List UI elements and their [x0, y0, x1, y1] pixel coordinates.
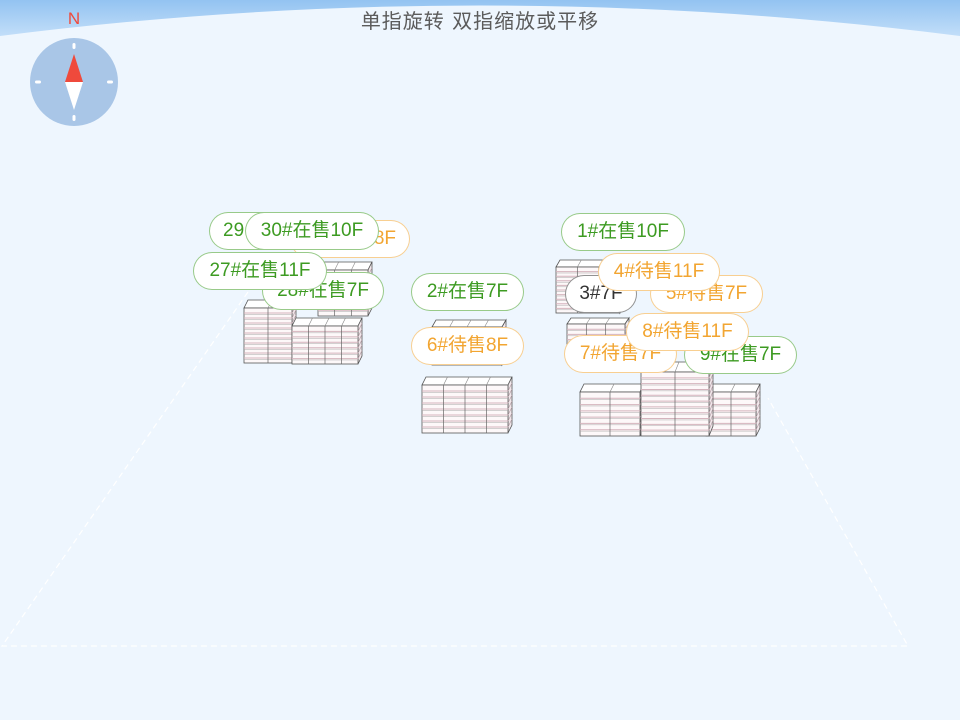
- roof-column-line: [730, 383, 736, 393]
- side-floor-line: [708, 385, 714, 396]
- side-floor-line: [708, 379, 714, 390]
- roof-column-line: [464, 376, 470, 386]
- roof-column-line: [308, 317, 313, 327]
- roof-column-line: [449, 319, 454, 328]
- building-label-1[interactable]: 1#在售10F: [561, 213, 685, 251]
- roof-column-line: [334, 261, 339, 271]
- side-floor-line: [755, 390, 761, 399]
- roof-column-line: [484, 319, 489, 328]
- side-floor-line: [357, 350, 363, 359]
- building-label-27[interactable]: 27#在售11F: [193, 252, 327, 290]
- roof-column-line: [443, 376, 448, 386]
- side-floor-line: [507, 394, 513, 404]
- side-floor-line: [708, 420, 714, 431]
- side-floor-line: [507, 418, 513, 428]
- roof-column-line: [351, 261, 356, 271]
- roof-column-line: [577, 259, 582, 268]
- side-floor-line: [755, 396, 761, 405]
- building-label-6[interactable]: 6#待售8F: [411, 327, 524, 365]
- side-floor-line: [507, 388, 513, 398]
- side-floor-line: [708, 373, 714, 384]
- roof-column-line: [609, 383, 615, 393]
- compass-tick-e: [107, 80, 113, 84]
- side-floor-line: [708, 402, 714, 413]
- roof-column-line: [586, 317, 591, 325]
- roof-face: [566, 317, 630, 325]
- compass-needle-south: [65, 82, 83, 110]
- gesture-hint: 单指旋转 双指缩放或平移: [360, 9, 600, 33]
- side-floor-line: [357, 323, 363, 332]
- side-floor-line: [507, 382, 513, 392]
- side-floor-line: [755, 421, 761, 430]
- ground-outline: [0, 291, 910, 647]
- side-floor-line: [755, 402, 761, 412]
- side-floor-line: [357, 339, 363, 348]
- side-floor-line: [755, 408, 761, 418]
- building-label-2[interactable]: 2#在售7F: [411, 273, 524, 311]
- side-floor-line: [291, 314, 297, 324]
- building-block-7[interactable]: [579, 383, 645, 437]
- roof-column-line: [674, 361, 680, 373]
- roof-column-line: [486, 376, 491, 386]
- building-label-30[interactable]: 30#在售10F: [245, 212, 379, 250]
- compass-tick-n: [72, 43, 76, 49]
- side-floor-line: [357, 334, 363, 343]
- side-floor-line: [708, 408, 714, 419]
- compass-icon[interactable]: [28, 36, 120, 128]
- roof-column-line: [605, 317, 610, 325]
- side-floor-line: [507, 400, 513, 410]
- compass-tick-s: [72, 115, 76, 121]
- side-floor-line: [291, 309, 297, 319]
- side-floor-line: [708, 414, 714, 425]
- roof-column-line: [341, 317, 346, 327]
- side-floor-line: [507, 406, 513, 416]
- side-floor-line: [507, 412, 513, 422]
- header-arc: [0, 0, 960, 36]
- roof-column-line: [466, 319, 472, 328]
- side-floor-line: [708, 396, 714, 408]
- side-floor-line: [357, 328, 363, 338]
- building-label-8[interactable]: 8#待售11F: [626, 313, 749, 351]
- compass-needle-north: [65, 54, 83, 82]
- building-label-4[interactable]: 4#待售11F: [598, 253, 720, 291]
- side-floor-line: [708, 390, 714, 402]
- building-block-9[interactable]: [705, 383, 761, 437]
- header-band: [0, 0, 960, 36]
- building-block-28[interactable]: [291, 317, 363, 365]
- building-block-6[interactable]: [421, 376, 513, 434]
- roof-column-line: [324, 317, 330, 327]
- side-floor-line: [755, 415, 761, 424]
- compass-tick-w: [35, 80, 41, 84]
- side-floor-line: [357, 344, 363, 354]
- compass-north-label: N: [67, 9, 81, 28]
